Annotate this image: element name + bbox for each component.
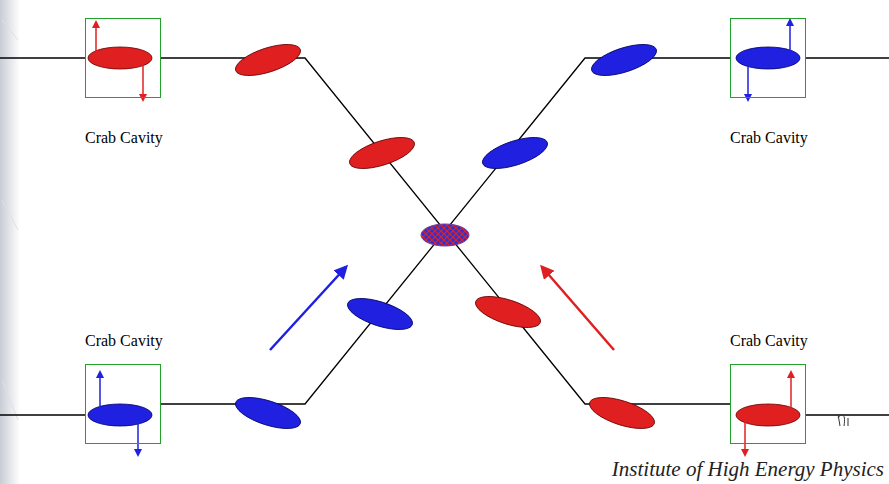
crab-cavity: Crab Cavity	[85, 364, 161, 444]
cavity-outline	[730, 364, 806, 444]
cavity-label: Crab Cavity	[85, 332, 163, 350]
crab-cavity: Crab Cavity	[730, 18, 806, 98]
cavity-label: Crab Cavity	[730, 129, 808, 147]
cavity-outline	[730, 18, 806, 98]
beam-line	[161, 58, 730, 404]
cavity-label: Crab Cavity	[730, 332, 808, 350]
cavity-outline	[85, 364, 161, 444]
cavity-outline	[85, 18, 161, 98]
cavity-label: Crab Cavity	[85, 129, 163, 147]
crab-cavity: Crab Cavity	[85, 18, 161, 98]
watermark: Institute of High Energy Physics	[612, 457, 884, 482]
crab-cavity: Crab Cavity	[730, 364, 806, 444]
beam-line	[161, 58, 730, 404]
